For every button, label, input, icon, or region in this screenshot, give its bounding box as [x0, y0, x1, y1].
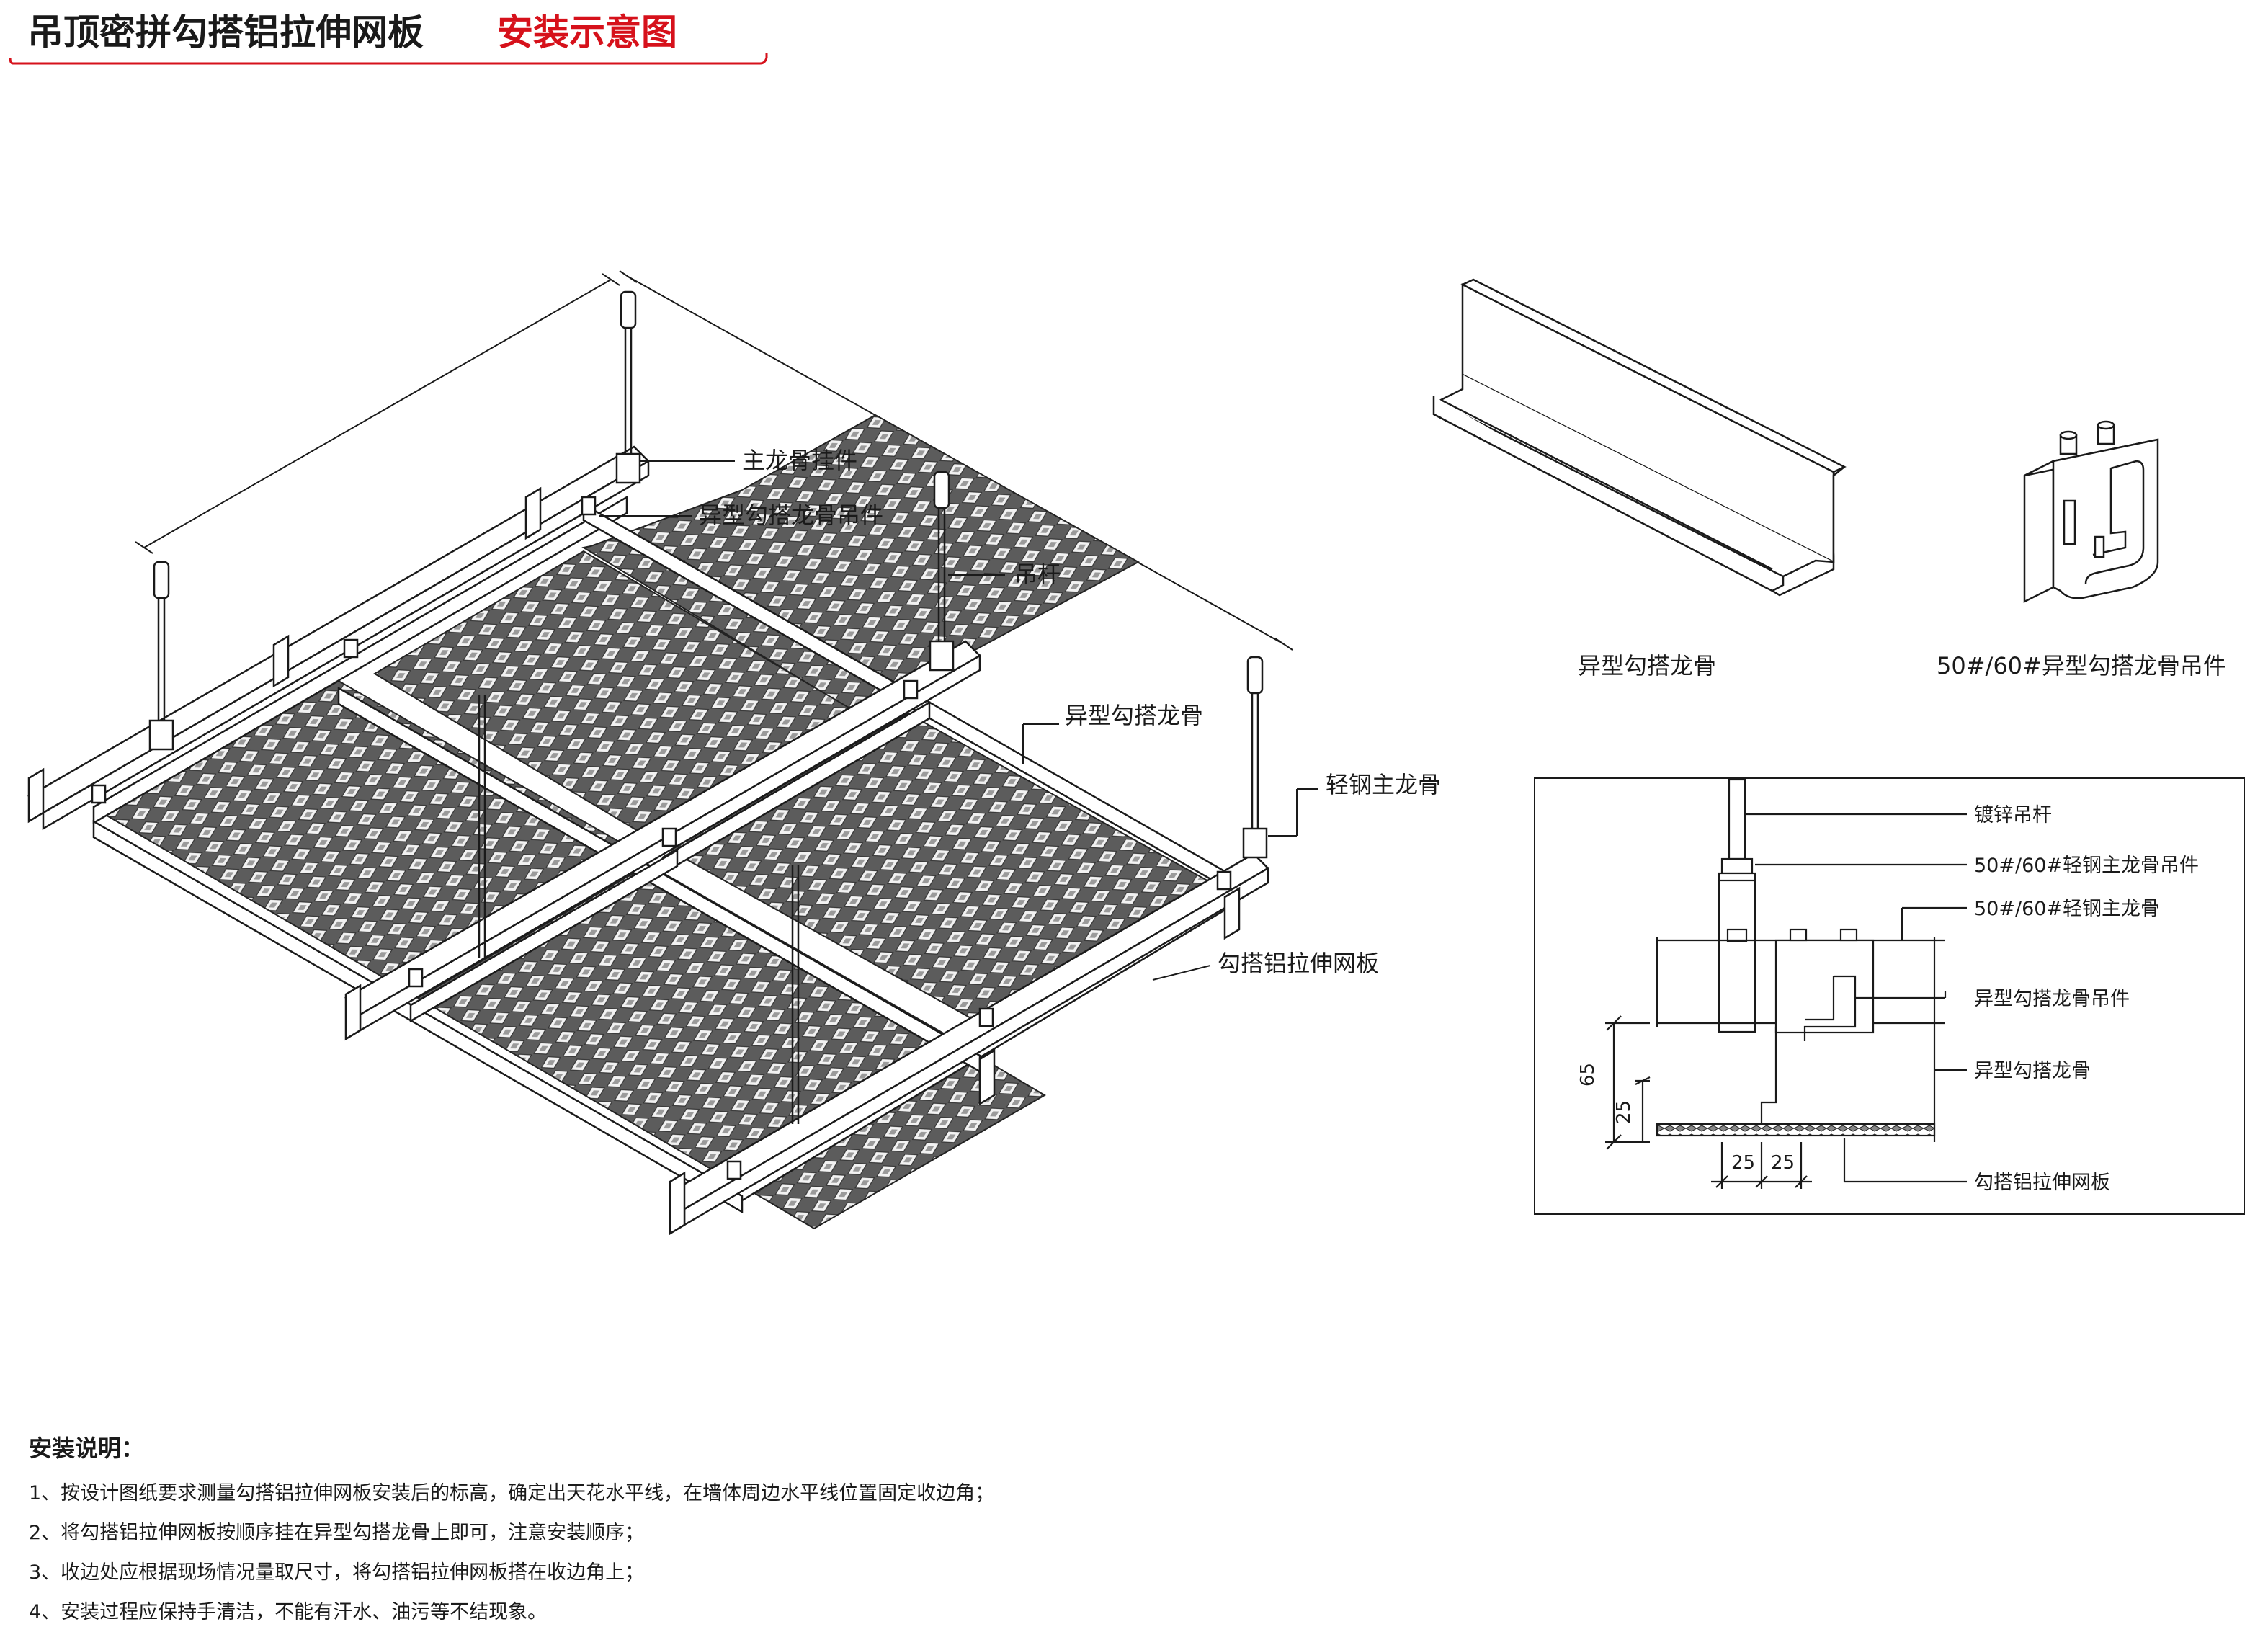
- rod-middle-cap: [933, 471, 950, 509]
- callout-mesh-panel: 勾搭铝拉伸网板: [1218, 950, 1379, 977]
- channel-back-left: [92, 495, 628, 825]
- rod-left-cap: [153, 561, 170, 599]
- rod-right-hanger: [1242, 827, 1268, 859]
- section-channel: [1760, 1027, 1798, 1125]
- callout-rod: 吊杆: [1014, 561, 1061, 588]
- isometric-ceiling-view: 主龙骨挂件 异型勾搭龙骨吊件 吊杆 异型勾搭龙骨 轻钢主龙骨 勾搭铝拉伸网板: [27, 270, 1441, 1236]
- part-hanger: [2023, 420, 2159, 604]
- hanger-rods: [91, 290, 1268, 1180]
- callout-special-channel-hanger: 异型勾搭龙骨吊件: [699, 501, 883, 529]
- section-runner-hanger: [1718, 879, 1756, 1033]
- section-mesh-panel: [1656, 1123, 1936, 1137]
- section-label-runner-hanger: 50#/60#轻钢主龙骨吊件: [1974, 855, 2199, 877]
- installation-notes: 安装说明： 1、按设计图纸要求测量勾搭铝拉伸网板安装后的标高，确定出天花水平线，…: [29, 1430, 1254, 1632]
- note-item-2: 2、将勾搭铝拉伸网板按顺序挂在异型勾搭龙骨上即可，注意安装顺序；: [29, 1522, 645, 1544]
- note-item-4: 4、安装过程应保持手清洁，不能有汗水、油污等不结现象。: [29, 1601, 548, 1623]
- hanger-face: [2052, 438, 2159, 599]
- notes-heading: 安装说明：: [29, 1435, 145, 1462]
- dim-width-left: 25: [1731, 1152, 1755, 1174]
- section-detail: 65 25 25 25 镀锌吊杆 50#/60#轻钢主龙骨吊件 50#/60#轻…: [1534, 777, 2245, 1215]
- header: 吊顶密拼勾搭铝拉伸网板 安装示意图: [9, 12, 768, 65]
- callout-light-steel-runner: 轻钢主龙骨: [1326, 771, 1441, 798]
- dim-total-height: 65: [1577, 1063, 1599, 1087]
- hanger-side: [2023, 459, 2055, 604]
- header-underline-left-hook: [9, 57, 14, 65]
- dim-width-right: 25: [1771, 1152, 1795, 1174]
- callout-special-channel: 异型勾搭龙骨: [1065, 702, 1203, 729]
- note-item-3: 3、收边处应根据现场情况量取尺寸，将勾搭铝拉伸网板搭在收边角上；: [29, 1561, 645, 1584]
- callout-main-runner-hanger: 主龙骨挂件: [742, 447, 857, 474]
- rod-back-hanger: [615, 452, 641, 484]
- runner-end-6: [978, 1048, 996, 1106]
- note-item-1: 1、按设计图纸要求测量勾搭铝拉伸网板安装后的标高，确定出天花水平线，在墙体周边水…: [29, 1482, 995, 1504]
- rod-middle-hanger: [929, 640, 955, 672]
- runner-end-4: [344, 984, 362, 1041]
- runner-end-5: [669, 1171, 686, 1236]
- runner-end-1: [27, 767, 45, 824]
- callout-leaders: [599, 460, 1318, 981]
- mesh-panels: [102, 414, 1220, 1230]
- runner-end-7: [1223, 886, 1241, 940]
- channel-bottom-lip: [1439, 375, 1835, 597]
- channel-center-c: [409, 848, 679, 1023]
- header-underline: [13, 53, 768, 65]
- runner-end-3: [272, 634, 290, 688]
- dim-lower-height: 25: [1613, 1100, 1635, 1124]
- part-channel: [1432, 278, 1847, 597]
- section-frame: [1534, 777, 2245, 1215]
- section-channel-hanger: [1774, 939, 1875, 1034]
- runner-end-2: [524, 486, 542, 540]
- page-title: 吊顶密拼勾搭铝拉伸网板: [27, 12, 424, 53]
- rod-right-cap: [1246, 656, 1264, 695]
- section-label-rod: 镀锌吊杆: [1974, 804, 2052, 826]
- section-label-runner: 50#/60#轻钢主龙骨: [1974, 898, 2160, 920]
- page-subtitle: 安装示意图: [497, 12, 677, 53]
- section-label-channel-hanger: 异型勾搭龙骨吊件: [1974, 988, 2130, 1010]
- part-hanger-label: 50#/60#异型勾搭龙骨吊件: [1937, 652, 2226, 679]
- rod-left-hanger: [148, 719, 174, 751]
- section-rod: [1728, 778, 1746, 860]
- rod-back-cap: [620, 290, 637, 329]
- section-label-mesh-panel: 勾搭铝拉伸网板: [1974, 1172, 2110, 1194]
- part-channel-label: 异型勾搭龙骨: [1578, 652, 1716, 679]
- section-label-channel: 异型勾搭龙骨: [1974, 1060, 2091, 1082]
